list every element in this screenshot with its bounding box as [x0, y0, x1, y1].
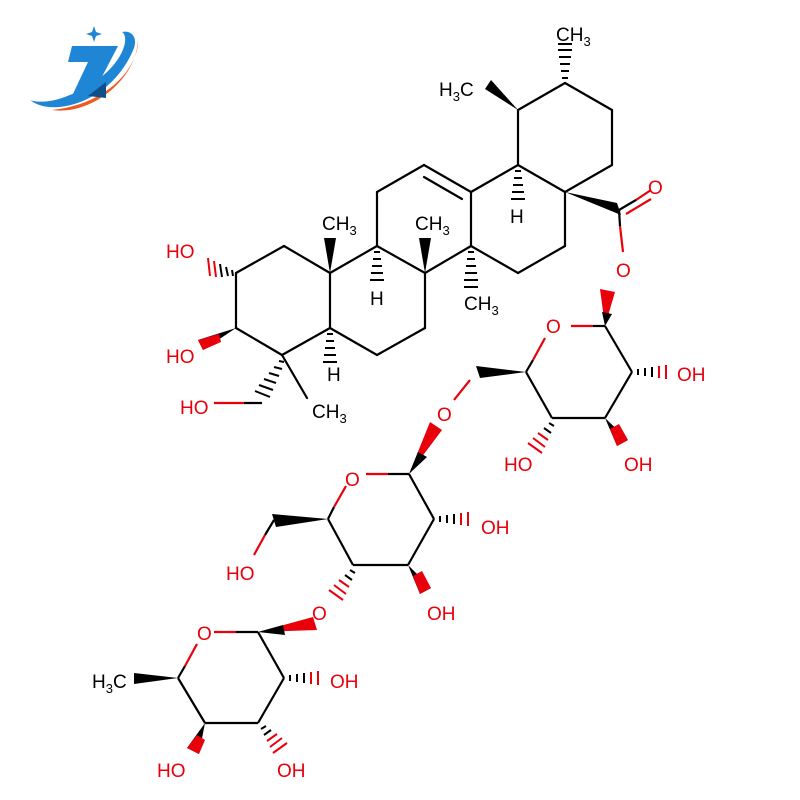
label-h3c-c19: H3C	[439, 80, 474, 104]
aglycone-hashes	[219, 43, 572, 398]
label-glc2-oh6: HO	[226, 564, 255, 585]
label-o-link-16: O	[437, 405, 452, 426]
label-glc1-oh2: OH	[677, 365, 706, 386]
rhamnose-bonds	[177, 630, 285, 725]
label-rha-oh3: OH	[277, 761, 306, 782]
label-rha-oh4: HO	[157, 761, 186, 782]
label-glc2-oh3: OH	[427, 604, 456, 625]
label-h-c9: H	[370, 289, 384, 310]
label-rha-ring-o: O	[197, 624, 212, 645]
label-o-ester: O	[616, 261, 631, 282]
label-ho-c3: HO	[166, 347, 195, 368]
ester-bonds	[618, 189, 652, 253]
label-o-link-14: O	[312, 604, 327, 625]
glc1-c6-wedge	[476, 366, 526, 378]
label-ch3-c20: CH3	[556, 25, 591, 49]
rhamnose-o-bonds	[184, 630, 236, 667]
label-ch3-c4: CH3	[312, 402, 347, 426]
company-logo	[22, 18, 142, 118]
label-ch3-c10: CH3	[322, 214, 357, 238]
label-ch3-c8: CH3	[415, 214, 450, 238]
aglycone-wedges	[324, 80, 621, 273]
label-o-carbonyl: O	[648, 178, 663, 199]
label-h-c5: H	[327, 365, 341, 386]
label-glc1-oh4: HO	[504, 455, 533, 476]
label-glc2-ring-o: O	[345, 470, 360, 491]
glucose2-bonds	[327, 472, 435, 567]
label-ho-c23: HO	[180, 398, 209, 419]
label-rha-oh2: OH	[330, 672, 359, 693]
glucose2-o-bonds	[253, 472, 388, 556]
label-ch3-c14: CH3	[464, 294, 499, 318]
glucose1-bonds	[525, 324, 633, 420]
logo-icon	[30, 26, 139, 111]
c3-oh-wedge-red	[198, 334, 221, 350]
c2-oh-hash	[207, 257, 217, 278]
label-glc1-oh3: OH	[624, 455, 653, 476]
label-glc1-ring-o: O	[546, 317, 561, 338]
label-glc2-oh2: OH	[481, 518, 510, 539]
label-h-c18: H	[510, 207, 524, 228]
aglycone-bonds	[234, 81, 638, 400]
glucose1-o-bonds	[453, 324, 593, 401]
label-rha-ch3: H3C	[92, 672, 127, 696]
label-ho-c2: HO	[166, 242, 195, 263]
